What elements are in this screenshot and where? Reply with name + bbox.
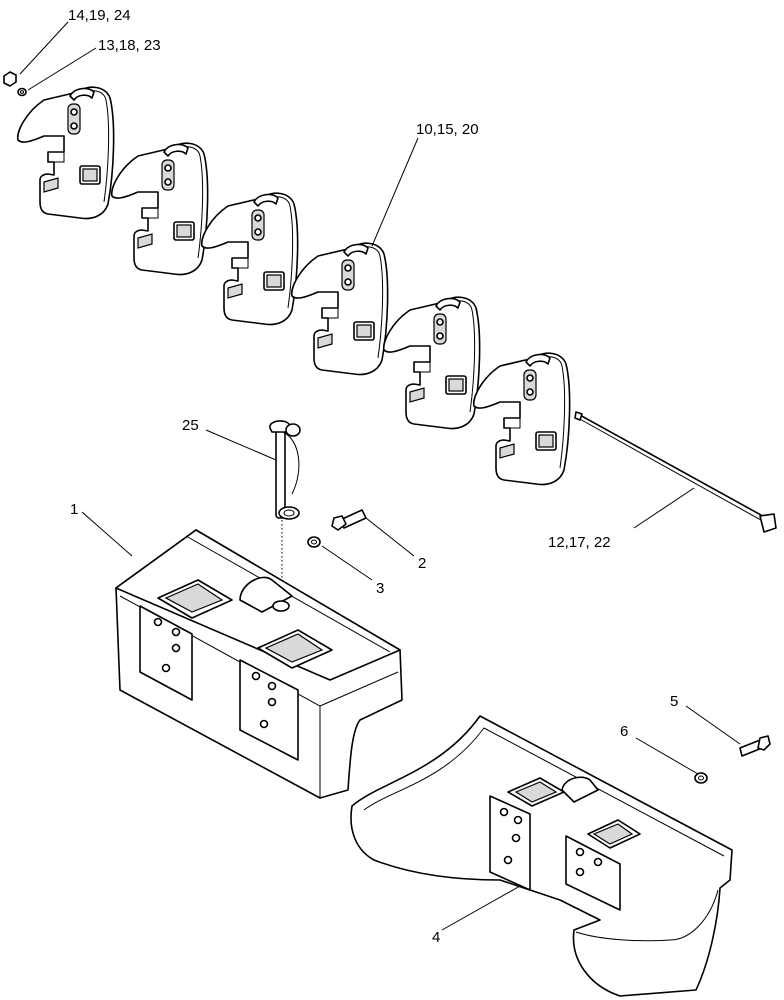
weight-plate-1 (16, 86, 115, 220)
nut-and-washer-parts (3, 71, 27, 97)
weight-plate-5 (382, 296, 481, 430)
lock-pin (269, 420, 301, 520)
callout-5: 5 (670, 693, 678, 710)
weight-plate-2 (110, 142, 209, 276)
callout-4: 4 (432, 929, 440, 946)
callout-12-17-22: 12,17, 22 (548, 534, 611, 551)
washer-part-3 (307, 536, 321, 548)
bolt-part-5 (739, 735, 771, 757)
callout-10-15-20: 10,15, 20 (416, 121, 479, 138)
tie-rod (574, 411, 777, 533)
bolt-part-2 (331, 509, 367, 531)
callout-6: 6 (620, 723, 628, 740)
callout-2: 2 (418, 555, 426, 572)
weight-plate-4 (290, 242, 389, 376)
callout-13-18-23: 13,18, 23 (98, 37, 161, 54)
weight-plate-6 (472, 352, 571, 486)
front-weight-carrier (115, 529, 403, 799)
callout-1: 1 (70, 501, 78, 518)
rear-weight-bracket (350, 715, 733, 997)
callout-25: 25 (182, 417, 199, 434)
weight-plate-3 (200, 192, 299, 326)
callout-3: 3 (376, 580, 384, 597)
washer-part-6 (694, 772, 708, 784)
leader-lines (19, 21, 741, 931)
callout-labels: 14,19, 24 13,18, 23 10,15, 20 25 1 2 3 1… (68, 7, 678, 946)
callout-14-19-24: 14,19, 24 (68, 7, 131, 24)
